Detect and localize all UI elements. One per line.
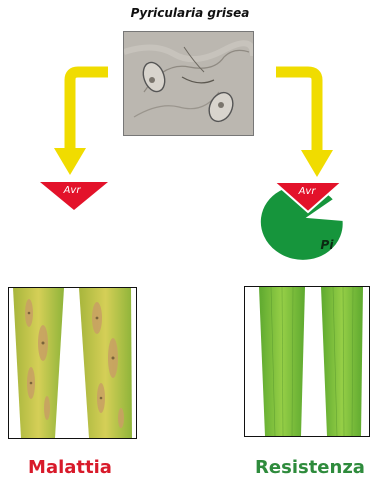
left-arrow [54,72,108,175]
resistance-outcome-label: Resistenza [245,457,373,478]
healthy-leaves-panel [244,286,370,437]
pi-label: Pi [321,238,335,252]
disease-outcome-label: Malattia [10,457,130,478]
diseased-leaf-2 [79,288,132,438]
right-arrow [276,72,333,177]
diseased-leaf-1 [13,288,64,438]
healthy-leaf-2 [321,287,363,436]
avr-right-label: Avr [298,186,317,197]
avr-left-label: Avr [63,185,82,196]
diseased-leaves-panel [8,287,137,439]
avr-effector-left: Avr [40,182,108,210]
